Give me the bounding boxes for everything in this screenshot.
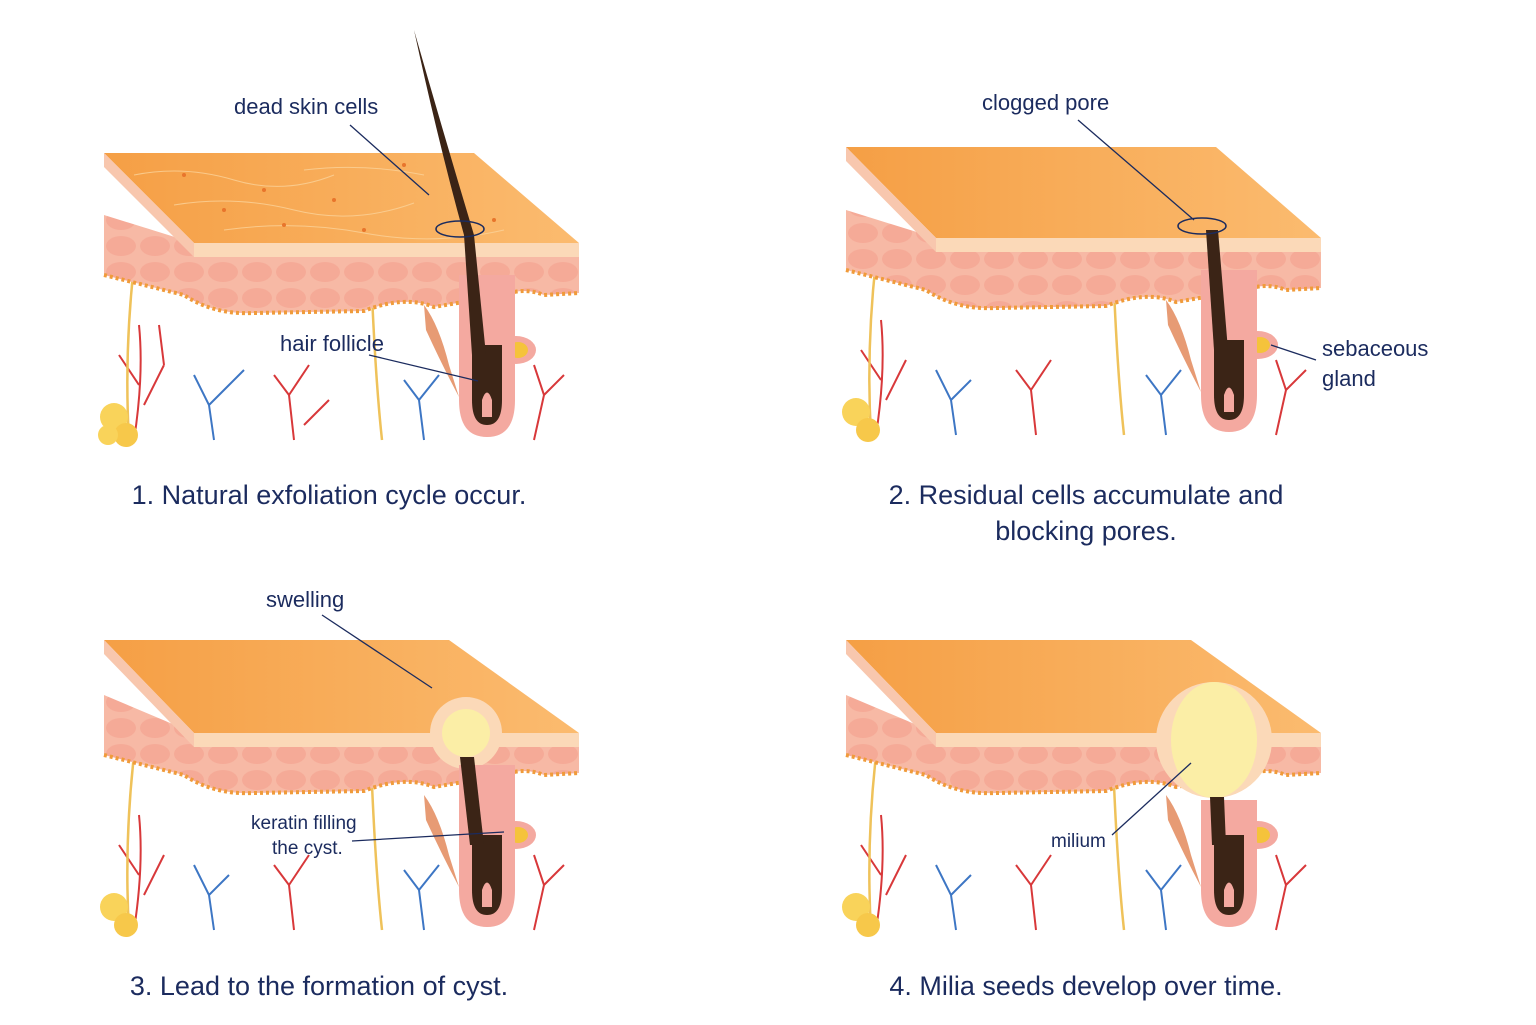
label-gland: gland <box>1322 366 1376 391</box>
fat-cells <box>98 403 138 447</box>
leader-sebaceous-gland <box>1270 344 1317 361</box>
dead-cell-texture <box>133 166 505 240</box>
label-keratin-line-1: keratin filling <box>251 813 357 834</box>
label-sebaceous: sebaceous <box>1322 336 1429 361</box>
leader-hair-follicle <box>368 354 479 382</box>
leader-clogged-pore <box>1077 119 1195 221</box>
dead-skin-dots <box>182 163 496 232</box>
panel-cyst-formation: swelling keratin filling the cyst. <box>100 585 584 937</box>
leader-dead-skin <box>349 124 430 196</box>
label-hair-follicle: hair follicle <box>280 331 384 356</box>
skin-cross-section-4 <box>842 640 1322 937</box>
label-milium: milium <box>1051 831 1106 852</box>
caption-step-1: 1. Natural exfoliation cycle occur. <box>131 480 527 510</box>
label-dead-skin-cells: dead skin cells <box>234 94 379 119</box>
label-keratin-line-2: the cyst. <box>272 838 343 859</box>
skin-cross-section-1 <box>98 30 580 447</box>
caption-step-2: 2. Residual cells accumulate and blockin… <box>888 480 1284 546</box>
caption-step-4: 4. Milia seeds develop over time. <box>889 971 1283 1001</box>
leader-milium <box>1111 762 1192 836</box>
panel-exfoliation: dead skin cells hair follicle <box>98 25 584 447</box>
caption-step-3: 3. Lead to the formation of cyst. <box>129 971 509 1001</box>
label-swelling: swelling <box>266 587 345 612</box>
leader-swelling <box>321 614 433 689</box>
panel-clogged-pore: clogged pore sebaceous gland <box>842 90 1428 442</box>
skin-cross-section-3 <box>100 614 580 937</box>
panel-milia: milium <box>842 585 1326 937</box>
nerves <box>126 264 384 441</box>
blood-vessels <box>118 324 565 441</box>
leader-keratin <box>351 831 505 842</box>
label-clogged-pore: clogged pore <box>982 90 1110 115</box>
skin-cross-section-2 <box>842 119 1322 442</box>
